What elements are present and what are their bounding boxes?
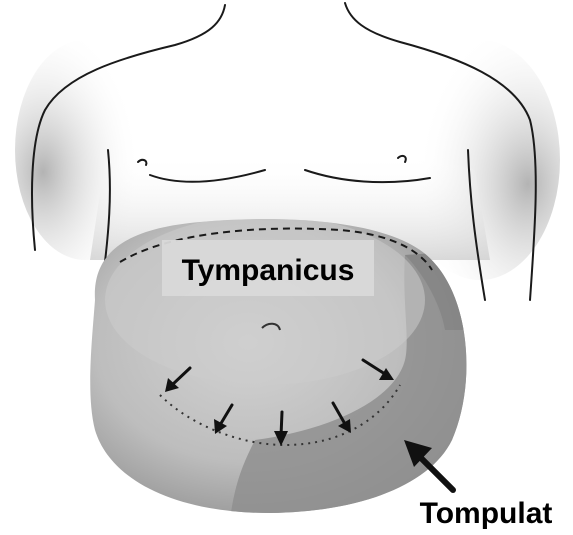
tympanicus-label: Tympanicus xyxy=(162,240,374,296)
tympanicus-text: Tympanicus xyxy=(182,254,355,287)
tompulat-text: Tompulat xyxy=(420,497,553,530)
